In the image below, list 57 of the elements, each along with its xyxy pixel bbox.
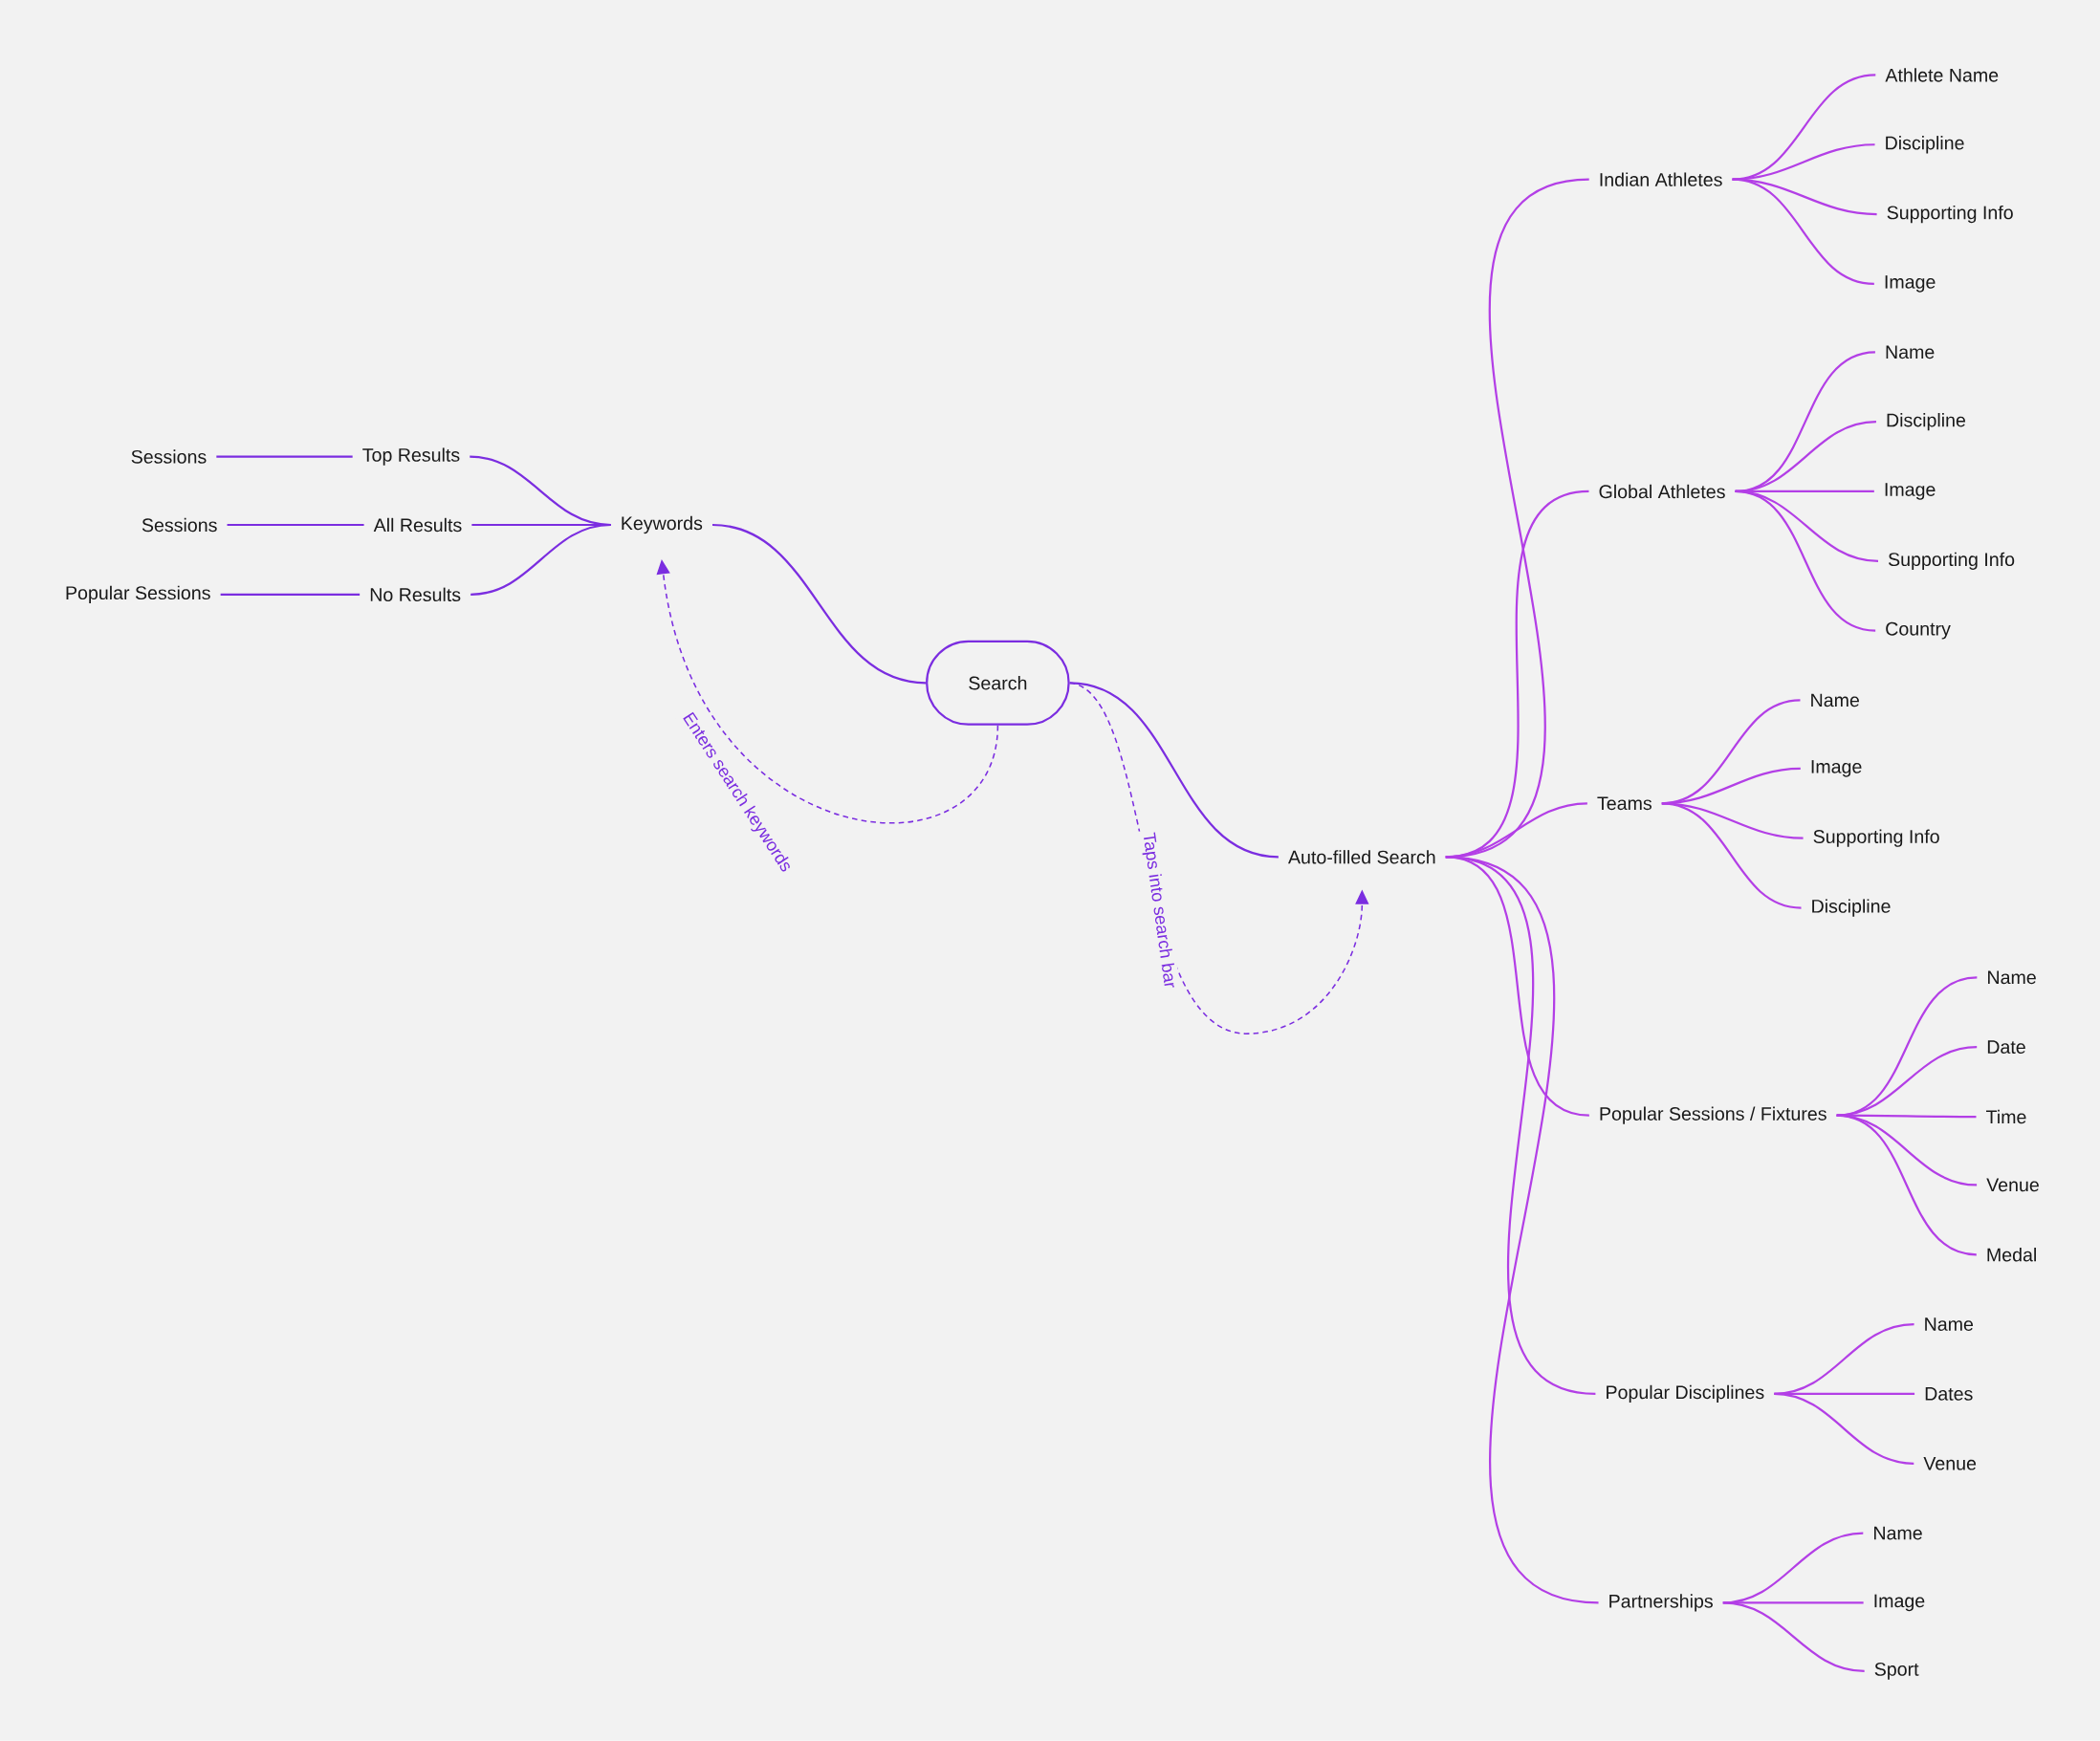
topic-label: Image (1885, 275, 1936, 293)
topic-label: Global Athletes (1599, 484, 1725, 499)
topic-label: Auto-filled Search (1288, 850, 1435, 864)
branch-line (1836, 1114, 1977, 1256)
topic-label: Partnerships (1609, 1594, 1713, 1612)
topic-label: Top Results (362, 447, 460, 466)
branch-line (1445, 856, 1590, 1117)
branch-line (711, 524, 927, 685)
branch-line (1774, 1393, 1914, 1466)
topic-label: Popular Disciplines (1607, 1384, 1764, 1404)
topic-label: Venue (1923, 1457, 1977, 1470)
topic-label: Name (1874, 1526, 1922, 1540)
topic-label: No Results (370, 587, 461, 602)
topic-label: Discipline (1812, 899, 1891, 917)
topic-label: Teams (1597, 796, 1652, 811)
branch-line (1069, 682, 1280, 859)
rounded-topic-box: Search (926, 640, 1070, 726)
branch-line (470, 524, 611, 597)
topic-label: Medal (1987, 1248, 2036, 1262)
topic-label: Supporting Info (1813, 829, 1939, 848)
topic-label: Image (1874, 1594, 1925, 1612)
branch-line (1732, 178, 1874, 286)
topic-label: Sessions (142, 517, 217, 533)
topic-label: Supporting Info (1888, 552, 2015, 571)
branch-line (227, 524, 364, 527)
branch-line (1836, 1046, 1978, 1117)
topic-label: Name (1925, 1317, 1974, 1332)
topic-label: Keywords (622, 516, 703, 534)
topic-label: Date (1987, 1040, 2025, 1055)
topic-label: Sport (1874, 1663, 1919, 1680)
topic-label: Image (1885, 483, 1936, 500)
branch-line (1445, 856, 1599, 1604)
topic-label: Image (1811, 760, 1862, 777)
topic-label: Discipline (1887, 413, 1965, 431)
topic-label: Country (1886, 621, 1951, 640)
topic-label: Popular Sessions / Fixtures (1600, 1106, 1827, 1124)
topic-label: Sessions (131, 449, 207, 464)
topic-label: Dates (1925, 1387, 1973, 1401)
topic-label: Discipline (1886, 136, 1964, 154)
topic-label: Athlete Name (1885, 68, 1999, 82)
branch-line (220, 593, 361, 597)
topic-label: Venue (1986, 1178, 2039, 1192)
topic-label: Indian Athletes (1600, 172, 1722, 187)
topic-label: Popular Sessions (66, 585, 210, 604)
branch-line (1661, 802, 1802, 909)
topic-label: Name (1886, 345, 1935, 359)
topic-label: All Results (373, 517, 462, 533)
topic-label: Supporting Info (1887, 206, 2013, 224)
edge-label: Taps into search bar (1136, 829, 1181, 993)
topic-label: Time (1986, 1110, 2026, 1124)
topic-label: Name (1988, 970, 2036, 985)
branch-line (1445, 856, 1596, 1396)
branch-line (1732, 143, 1875, 181)
branch-line (1722, 1601, 1865, 1673)
branch-line (1735, 490, 1876, 632)
branch-line (216, 455, 353, 458)
topic-label: Name (1811, 693, 1859, 707)
